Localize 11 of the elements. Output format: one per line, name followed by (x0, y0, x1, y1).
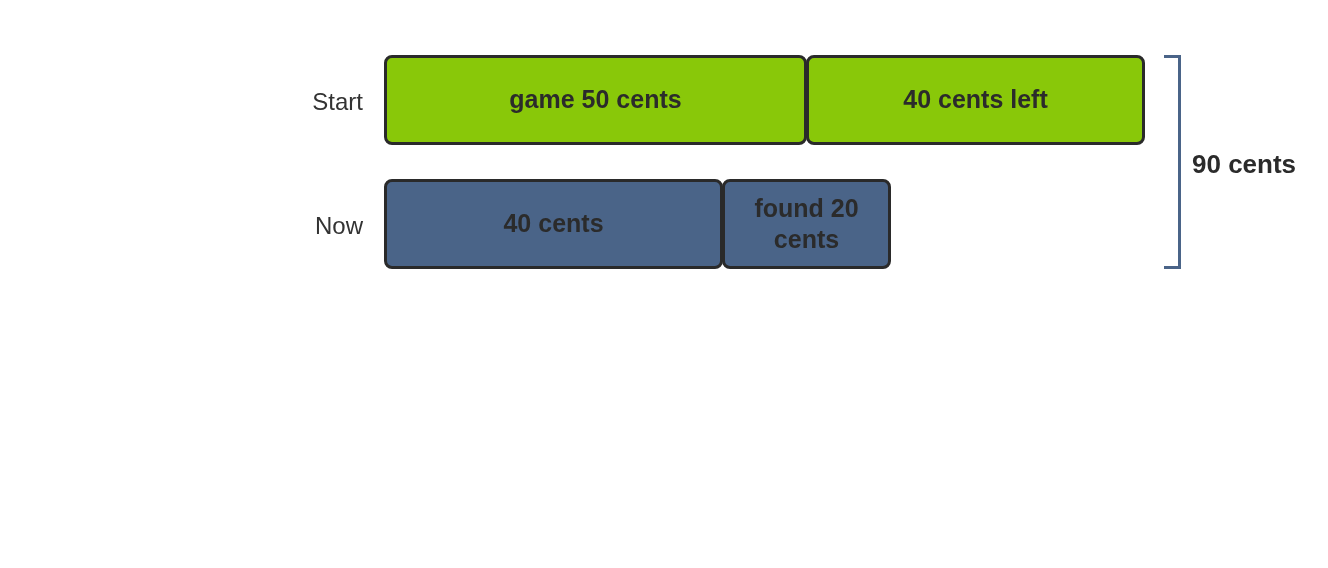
total-label: 90 cents (1192, 148, 1297, 181)
tape-segment (806, 55, 1145, 145)
segment-label: 40 cents left (903, 84, 1048, 116)
row-label: Now (315, 211, 363, 241)
tape-segment (384, 55, 807, 145)
segment-label: 40 cents (503, 208, 604, 240)
tape-segment (722, 179, 891, 269)
tape-segment (384, 179, 723, 269)
segment-label: game 50 cents (509, 84, 682, 116)
row-label: Start (312, 87, 363, 117)
segment-label: found 20 cents (753, 192, 860, 255)
